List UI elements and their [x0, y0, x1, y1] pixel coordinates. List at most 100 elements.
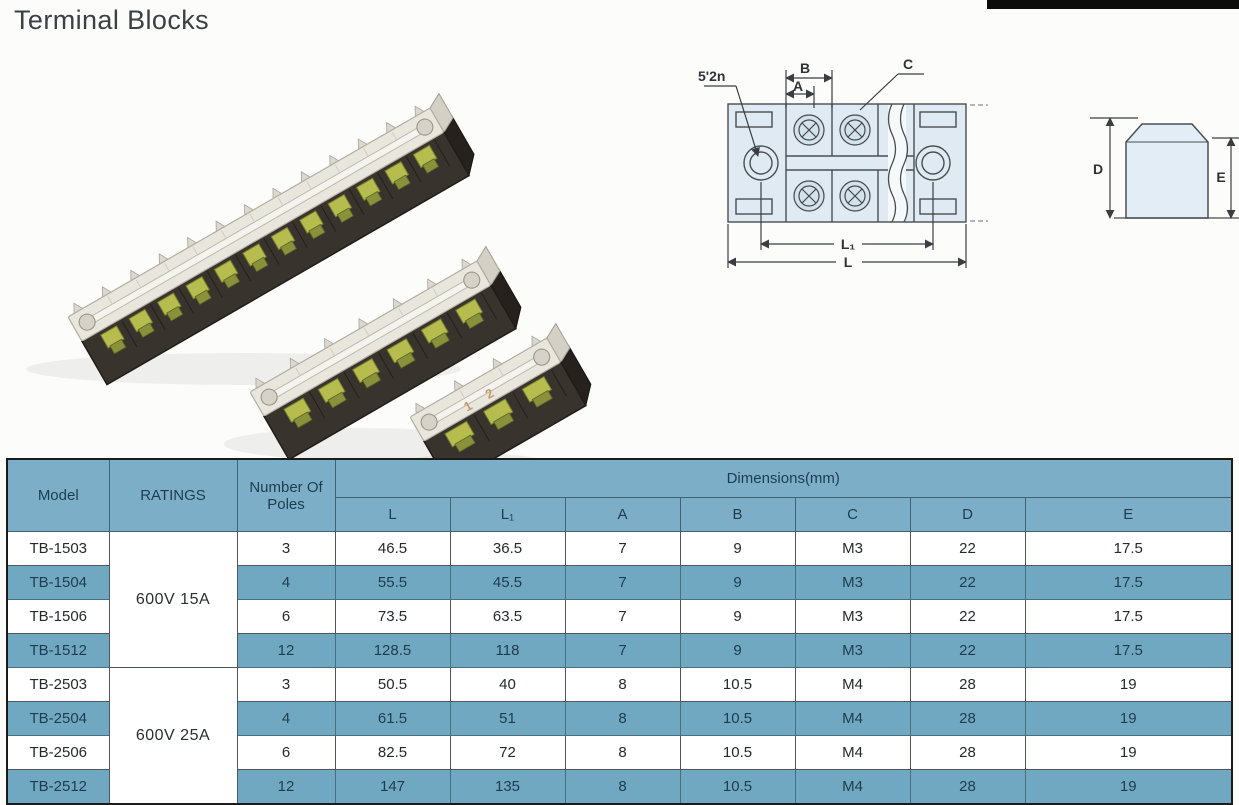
dim-value-cell: 73.5	[334, 599, 451, 634]
dim-value-cell: 9	[679, 531, 796, 566]
dim-value-cell: 19	[1024, 735, 1233, 770]
cover-screw-icon	[260, 388, 278, 406]
dimension-diagram: B A C 5'2n L₁ L D	[698, 56, 1239, 270]
header-dim-e: E	[1024, 497, 1233, 532]
model-cell: TB-1512	[6, 633, 110, 668]
dim-value-cell: 45.5	[449, 565, 566, 600]
dim-value-cell: 22	[909, 599, 1026, 634]
dim-value-cell: 22	[909, 531, 1026, 566]
label-c: C	[903, 56, 913, 72]
dim-value-cell: 9	[679, 565, 796, 600]
label-e: E	[1216, 169, 1225, 185]
product-photo: 1 2	[26, 92, 592, 462]
top-right-black-bar	[987, 0, 1239, 9]
dimension-e	[1212, 137, 1239, 219]
dim-value-cell: 7	[564, 565, 681, 600]
poles-cell: 12	[236, 769, 336, 805]
dim-value-cell: 22	[909, 633, 1026, 668]
poles-cell: 4	[236, 701, 336, 736]
header-dim-a: A	[564, 497, 681, 532]
dimension-l	[727, 224, 967, 268]
dim-value-cell: 28	[909, 769, 1026, 805]
model-cell: TB-2512	[6, 769, 110, 805]
poles-cell: 6	[236, 735, 336, 770]
poles-cell: 3	[236, 667, 336, 702]
dim-value-cell: 7	[564, 633, 681, 668]
dim-value-cell: 72	[449, 735, 566, 770]
dim-value-cell: 17.5	[1024, 599, 1233, 634]
dim-value-cell: 8	[564, 701, 681, 736]
dim-value-cell: 9	[679, 599, 796, 634]
cover-screw-icon	[463, 271, 481, 289]
header-model: Model	[6, 458, 110, 532]
cover-screw-icon	[416, 118, 434, 136]
terminal-block-6p	[250, 245, 522, 461]
rating-cell: 600V 25A	[108, 667, 238, 805]
label-d: D	[1093, 161, 1103, 177]
dim-value-cell: M4	[794, 769, 911, 805]
dim-value-cell: M3	[794, 565, 911, 600]
label-l1: L₁	[841, 236, 856, 252]
label-l: L	[844, 254, 853, 270]
dimension-l1	[760, 182, 934, 250]
dim-value-cell: 8	[564, 667, 681, 702]
dim-value-cell: 17.5	[1024, 565, 1233, 600]
header-dim-b: B	[679, 497, 796, 532]
label-a: A	[793, 78, 803, 94]
dim-value-cell: 82.5	[334, 735, 451, 770]
dimension-b	[785, 70, 833, 108]
header-dimensions: Dimensions(mm)	[334, 458, 1233, 498]
dim-value-cell: M3	[794, 531, 911, 566]
rating-cell: 600V 15A	[108, 531, 238, 668]
model-cell: TB-1503	[6, 531, 110, 566]
model-cell: TB-1506	[6, 599, 110, 634]
model-cell: TB-2504	[6, 701, 110, 736]
label-hole: 5'2n	[698, 68, 725, 84]
screw-icons	[793, 114, 871, 212]
header-dim-d: D	[909, 497, 1026, 532]
poles-cell: 3	[236, 531, 336, 566]
dim-value-cell: 17.5	[1024, 633, 1233, 668]
dim-value-cell: 135	[449, 769, 566, 805]
dim-value-cell: 22	[909, 565, 1026, 600]
dim-value-cell: 51	[449, 701, 566, 736]
cover-screw-icon	[78, 313, 96, 331]
spec-table-container: Model RATINGS Number Of Poles Dimensions…	[6, 458, 1234, 805]
dim-value-cell: 19	[1024, 667, 1233, 702]
dim-value-cell: 10.5	[679, 701, 796, 736]
dim-value-cell: 55.5	[334, 565, 451, 600]
terminal-block-12p	[68, 92, 475, 386]
dimension-d	[1090, 117, 1138, 219]
dim-value-cell: 19	[1024, 701, 1233, 736]
dim-value-cell: 10.5	[679, 667, 796, 702]
dim-value-cell: 28	[909, 667, 1026, 702]
dim-value-cell: 36.5	[449, 531, 566, 566]
header-dim-l: L	[334, 497, 451, 532]
dim-value-cell: 10.5	[679, 735, 796, 770]
dim-value-cell: 28	[909, 701, 1026, 736]
dim-value-cell: 118	[449, 633, 566, 668]
dim-value-cell: 7	[564, 531, 681, 566]
header-dim-c: C	[794, 497, 911, 532]
dim-value-cell: 7	[564, 599, 681, 634]
terminal-block-3p: 1 2	[410, 322, 592, 462]
dim-value-cell: 28	[909, 735, 1026, 770]
dim-value-cell: 46.5	[334, 531, 451, 566]
hole-callout	[704, 85, 760, 157]
side-view	[1114, 123, 1239, 219]
dim-value-cell: 147	[334, 769, 451, 805]
dimension-a	[785, 86, 815, 108]
cover-screw-icon	[533, 348, 551, 366]
label-b: B	[800, 60, 810, 76]
dim-value-cell: M3	[794, 599, 911, 634]
poles-cell: 4	[236, 565, 336, 600]
pole-number-marking: 1 2	[461, 382, 502, 415]
model-cell: TB-1504	[6, 565, 110, 600]
dim-value-cell: 50.5	[334, 667, 451, 702]
dim-value-cell: 128.5	[334, 633, 451, 668]
